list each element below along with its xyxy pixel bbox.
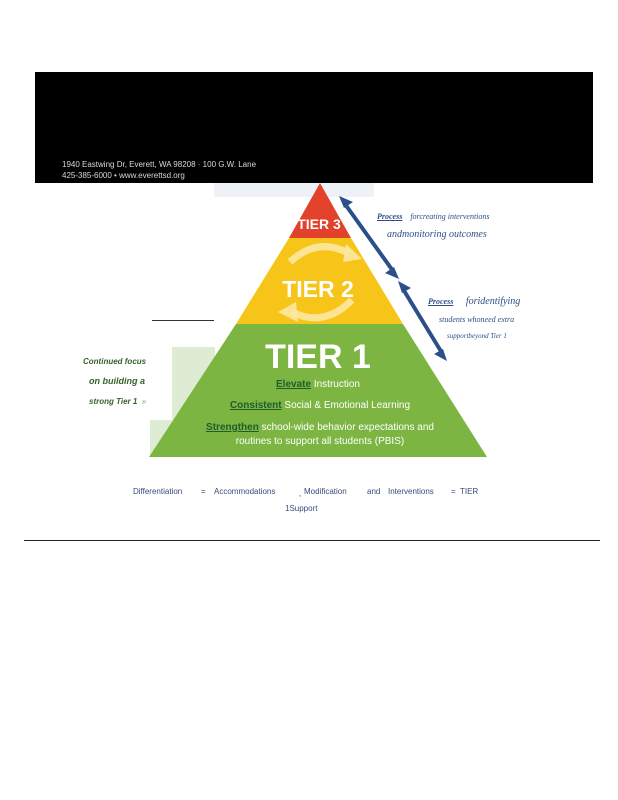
eq-modification: Modification [304, 487, 347, 496]
tier1-focus-line1: Continued focus [83, 357, 147, 366]
eq-comma: , [299, 489, 302, 498]
eq-accommodations: Accommodations [214, 487, 276, 496]
tier3-process-label: Process [377, 212, 403, 221]
tier2-band [236, 238, 403, 324]
tier1-line-consistent: Consistent Social & Emotional Learning [230, 400, 410, 411]
tier3-process-note-line2: andmonitoring outcomes [387, 229, 487, 240]
tier2-arrowhead-top [398, 281, 411, 293]
header-banner [35, 72, 593, 183]
tier3-process-arrow [343, 202, 395, 273]
consistent-text: Social & Emotional Learning [282, 400, 410, 411]
tier1-focus-text3: strong Tier 1 [89, 397, 138, 406]
elevate-keyword: Elevate [276, 379, 311, 390]
tier2-process-text1: foridentifying [465, 296, 521, 307]
tier3-arrowhead-bottom [385, 267, 399, 279]
tier3-label: TIER 3 [297, 216, 341, 232]
strengthen-text: school-wide behavior expectations and [259, 422, 434, 433]
tier3-process-note-line1: Process forcreating interventions [377, 212, 490, 221]
eq-equals-1: = [201, 487, 206, 496]
shadow-panel-top [214, 183, 374, 197]
address-line-1: 1940 Eastwing Dr, Everett, WA 98208 · 10… [62, 160, 257, 169]
consistent-keyword: Consistent [230, 400, 282, 411]
tier3-band [289, 183, 351, 238]
tier2-process-arrow [401, 287, 444, 355]
short-rule [152, 320, 214, 321]
tier1-focus-line3: strong Tier 1 » [89, 397, 146, 406]
eq-tier: TIER [460, 487, 479, 496]
tier2-process-note-line3: supportbeyond Tier 1 [447, 332, 507, 340]
eq-and: and [367, 487, 381, 496]
strengthen-keyword: Strengthen [206, 422, 259, 433]
elevate-text: Instruction [311, 379, 360, 390]
tier3-process-text1: forcreating interventions [410, 212, 490, 221]
tier1-line-routines: routines to support all students (PBIS) [236, 436, 404, 447]
eq-equals-2: = [451, 487, 456, 496]
tier3-arrowhead-top [339, 196, 353, 208]
cycle-arrowhead-top [343, 244, 362, 262]
tier1-focus-mark: » [141, 397, 147, 406]
cycle-arrowhead-bottom [278, 302, 298, 322]
eq-support: 1Support [285, 504, 318, 513]
tier2-label: TIER 2 [282, 276, 354, 302]
address-line-2: 425-385-6000 • www.everettsd.org [62, 171, 185, 180]
eq-interventions: Interventions [388, 487, 434, 496]
tier1-line-elevate: Elevate Instruction [276, 379, 360, 390]
tier2-process-note-line1: Process foridentifying [428, 296, 520, 307]
cycle-arrow-top [287, 243, 352, 265]
tier2-process-note-line2: students whoneed extra [439, 315, 515, 324]
tier1-label: TIER 1 [265, 338, 371, 376]
tier2-arrowhead-bottom [434, 349, 447, 361]
shadow-panel-left [150, 347, 215, 457]
tier1-focus-line2: on building a [89, 376, 145, 386]
tier1-line-strengthen: Strengthen school-wide behavior expectat… [206, 422, 434, 433]
eq-differentiation: Differentiation [133, 487, 183, 496]
cycle-arrow-bottom [290, 297, 355, 322]
tier2-process-label: Process [428, 297, 454, 306]
tier1-band [149, 324, 487, 457]
horizontal-rule [24, 540, 600, 541]
